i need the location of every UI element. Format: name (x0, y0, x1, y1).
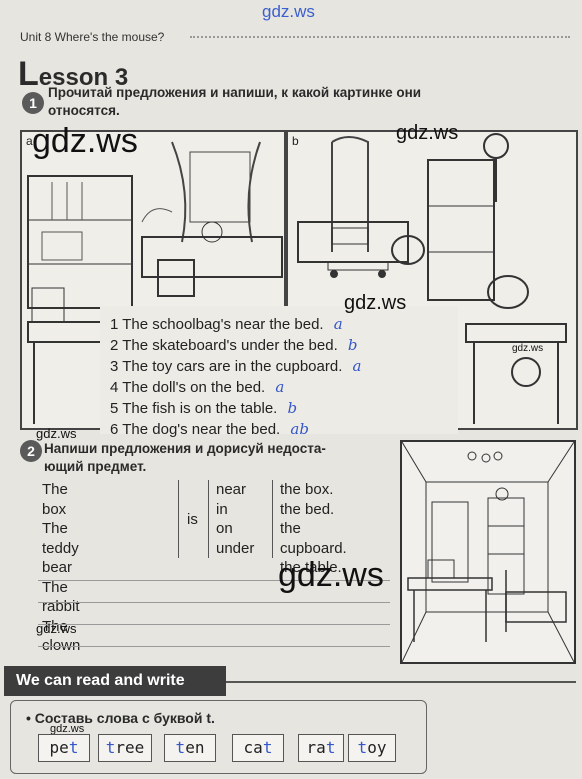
section-banner: We can read and write (4, 666, 226, 696)
sentence-text: 2 The skateboard's under the bed. (110, 337, 338, 354)
word-written-letter: t (175, 738, 186, 757)
lesson-initial: L (18, 55, 39, 93)
read-write-box (10, 700, 427, 774)
word-printed-end: en (185, 738, 205, 757)
word-card[interactable]: ten (164, 734, 216, 762)
table-divider (272, 480, 273, 558)
task-2-instruction-line1: Напиши предложения и дорисуй недоста- (44, 441, 326, 456)
sentence-text: 1 The schoolbag's near the bed. (110, 316, 324, 333)
task-2-number: 2 (20, 440, 42, 462)
sentence-2: 2 The skateboard's under the bed. b (110, 335, 362, 356)
subject-item: The rabbit (42, 578, 80, 616)
places-column: the box. the bed. the cupboard. the tabl… (280, 480, 347, 578)
picture-a-label: a (26, 134, 33, 148)
writing-line[interactable] (38, 646, 390, 647)
picture-b-label: b (292, 134, 299, 148)
answer-field[interactable]: b (347, 336, 358, 354)
lesson-title-rest: esson 3 (38, 64, 129, 91)
subject-item: The clown (42, 617, 81, 655)
watermark: gdz.ws (32, 122, 138, 160)
subject-item: The box (42, 481, 68, 518)
sentence-text: 5 The fish is on the table. (110, 400, 278, 417)
writing-line[interactable] (38, 580, 390, 581)
word-written-letter: t (325, 738, 336, 757)
word-printed-start: pe (49, 738, 69, 757)
subjects-column: The box The teddy bear The rabbit The cl… (42, 480, 80, 656)
word-card[interactable]: pet (38, 734, 90, 762)
answer-field[interactable]: ab (290, 420, 309, 438)
word-written-letter: t (105, 738, 116, 757)
watermark: gdz.ws (396, 122, 459, 144)
sentences-panel (100, 306, 458, 434)
sentence-1: 1 The schoolbag's near the bed. a (110, 314, 362, 335)
word-card[interactable]: cat (232, 734, 284, 762)
sentence-4: 4 The doll's on the bed. a (110, 377, 362, 398)
watermark: gdz.ws (36, 621, 77, 636)
place-item: the cupboard. (280, 520, 347, 557)
word-card[interactable]: toy (348, 734, 396, 762)
prepositions-column: near in on under (216, 480, 254, 558)
watermark: gdz.ws (50, 723, 85, 735)
sentence-text: 4 The doll's on the bed. (110, 379, 266, 396)
place-item: the bed. (280, 500, 335, 518)
preposition-item: on (216, 520, 233, 537)
sentence-text: 3 The toy cars are in the cupboard. (110, 358, 343, 375)
writing-line[interactable] (38, 602, 390, 603)
word-written-letter: t (262, 738, 273, 757)
verb: is (187, 511, 198, 528)
task-1-instruction: Прочитай предложения и напиши, к какой к… (48, 84, 421, 120)
picture-a-illustration (27, 141, 283, 424)
task-2-instruction: Напиши предложения и дорисуй недоста- ющ… (44, 440, 326, 476)
writing-line[interactable] (38, 624, 390, 625)
answer-field[interactable]: a (333, 315, 343, 333)
unit-title: Unit 8 Where's the mouse? (20, 30, 165, 44)
sentence-text: 6 The dog's near the bed. (110, 421, 281, 438)
sentence-6: 6 The dog's near the bed. ab (110, 419, 362, 440)
word-card[interactable]: tree (98, 734, 152, 762)
answer-field[interactable]: b (287, 399, 298, 417)
word-printed-end: oy (367, 738, 387, 757)
watermark: gdz.ws (278, 556, 384, 594)
header-divider (190, 36, 570, 38)
task-1-sentences: 1 The schoolbag's near the bed. a 2 The … (110, 314, 362, 440)
task-1-number: 1 (22, 92, 44, 114)
task-1-instruction-line1: Прочитай предложения и напиши, к какой к… (48, 85, 422, 100)
preposition-item: near (216, 481, 247, 498)
word-printed-start: ca (243, 738, 263, 757)
answer-field[interactable]: a (275, 378, 285, 396)
picture-b-illustration (297, 133, 567, 424)
place-item: the box. (280, 481, 334, 498)
sentence-3: 3 The toy cars are in the cupboard. a (110, 356, 362, 377)
sentence-5: 5 The fish is on the table. b (110, 398, 362, 419)
place-item: the table. (280, 559, 342, 576)
word-printed-end: ree (115, 738, 145, 757)
task-1-instruction-line2: относятся. (48, 103, 120, 118)
watermark: gdz.ws (512, 343, 544, 354)
room-drawing[interactable] (400, 440, 576, 664)
word-printed-start: ra (306, 738, 326, 757)
word-written-letter: t (357, 738, 368, 757)
table-divider (208, 480, 209, 558)
task-2-instruction-line2: ющий предмет. (44, 459, 147, 474)
watermark: gdz.ws (36, 426, 77, 441)
word-written-letter: t (68, 738, 79, 757)
watermark: gdz.ws (262, 2, 315, 21)
lesson-title: Lesson 3 (18, 55, 128, 94)
answer-field[interactable]: a (352, 357, 362, 375)
preposition-item: under (216, 539, 255, 557)
subject-item: The teddy bear (42, 520, 79, 576)
table-divider (178, 480, 179, 558)
preposition-item: in (216, 500, 228, 518)
watermark: gdz.ws (344, 292, 407, 314)
room-illustration (401, 441, 575, 663)
word-card[interactable]: rat (298, 734, 344, 762)
read-write-instruction: • Составь слова с буквой t. (26, 710, 215, 726)
banner-divider (226, 681, 576, 683)
